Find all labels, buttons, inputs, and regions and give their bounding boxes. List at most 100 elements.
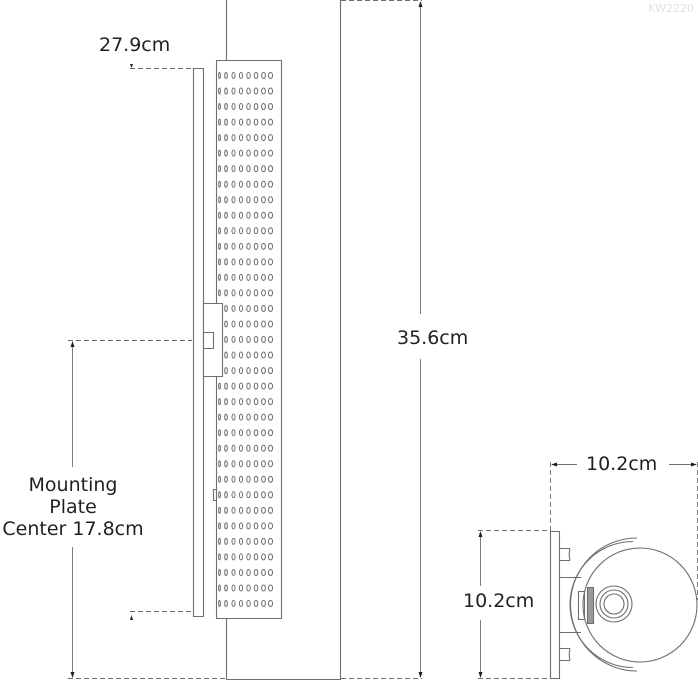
perforation-hole (238, 553, 244, 561)
perforation-hole (224, 600, 228, 608)
perforation-hole (267, 289, 274, 297)
perforation-hole (238, 87, 244, 95)
perforation-hole (218, 227, 221, 235)
perforation-hole (253, 553, 259, 561)
perforation-hole (261, 165, 266, 173)
perforation-hole (246, 87, 251, 95)
perforation-hole (261, 444, 266, 452)
bulb-ring-outer (596, 586, 632, 622)
perforation-hole (267, 444, 274, 452)
perforation-hole (267, 506, 274, 514)
perforation-hole (246, 289, 251, 297)
perforation-hole (224, 398, 228, 406)
perforation-hole (253, 475, 259, 483)
perforation-hole (224, 227, 228, 235)
perforation-hole (246, 491, 251, 499)
perforation-hole (238, 413, 244, 421)
perforation-hole (224, 72, 228, 79)
perforation-hole (246, 180, 251, 188)
perforation-hole (218, 491, 221, 499)
perforation-hole (218, 180, 221, 188)
perforation-hole (246, 336, 251, 344)
perforation-hole (261, 196, 266, 204)
perforation-hole (261, 382, 266, 390)
perforation-hole (267, 584, 274, 592)
perforation-hole (253, 180, 259, 188)
perforation-hole (267, 382, 274, 390)
perforation-hole (224, 444, 228, 452)
perforation-hole (231, 304, 236, 312)
perforation-hole (267, 367, 274, 375)
perforation-hole (238, 367, 244, 375)
perforation-hole (261, 398, 266, 406)
perforation-hole (261, 351, 266, 359)
mount-label-line3: Center 17.8cm (2, 518, 144, 540)
perforation-hole (238, 118, 244, 126)
side-tab-bottom (560, 649, 571, 661)
perforation-hole (267, 491, 274, 499)
arrow-side-width-right (691, 462, 697, 467)
perforation-hole (224, 351, 228, 359)
perforation-hole (267, 351, 274, 359)
perforation-hole (267, 196, 274, 204)
perforation-hole (238, 134, 244, 142)
perforation-hole (253, 568, 259, 576)
perforation-hole (224, 87, 228, 95)
perforation-hole (224, 165, 228, 173)
perforation-hole (253, 336, 259, 344)
perforation-hole (224, 134, 228, 142)
perforation-hole (261, 103, 266, 111)
perforation-hole (231, 351, 236, 359)
perforation-hole (224, 367, 228, 375)
perforation-hole (261, 72, 266, 79)
perforation-hole (246, 367, 251, 375)
arrow-side-height-bottom (478, 672, 483, 678)
perforation-hole (246, 429, 251, 437)
perforation-hole (238, 211, 244, 219)
perforation-hole (238, 180, 244, 188)
perforation-hole (224, 382, 228, 390)
perforation-hole (231, 522, 236, 530)
perforation-hole (238, 568, 244, 576)
perforation-hole (218, 103, 221, 111)
perforation-hole (218, 600, 221, 608)
perforation-hole (246, 103, 251, 111)
perforation-hole (246, 242, 251, 250)
perforation-hole (231, 273, 236, 281)
perforation-hole (253, 72, 259, 79)
perforation-hole (253, 196, 259, 204)
perforation-hole (267, 72, 274, 79)
perforation-hole (267, 180, 274, 188)
perforation-hole (267, 413, 274, 421)
perforation-hole (231, 87, 236, 95)
perforation-hole (246, 351, 251, 359)
perforation-hole (246, 413, 251, 421)
perforation-hole (231, 600, 236, 608)
perforation-hole (246, 273, 251, 281)
perforation-hole (231, 180, 236, 188)
perforation-hole (261, 600, 266, 608)
perforation-hole (253, 367, 259, 375)
perforation-hole (261, 584, 266, 592)
perforation-hole (231, 289, 236, 297)
perforation-hole (231, 196, 236, 204)
perforation-hole (267, 429, 274, 437)
perforation-hole (246, 522, 251, 530)
perforation-hole (267, 273, 274, 281)
perforation-hole (224, 118, 228, 126)
dim-label-side-width: 10.2cm (586, 453, 658, 475)
perforation-hole (224, 304, 228, 312)
perforation-hole (261, 320, 266, 328)
perforation-hole (224, 491, 228, 499)
dim-label-27-9: 27.9cm (99, 34, 171, 56)
perforation-hole (261, 242, 266, 250)
shade-outer-arc (571, 538, 637, 671)
arrow-mount-top (70, 341, 75, 347)
perforation-hole (261, 273, 266, 281)
perforation-hole (267, 398, 274, 406)
perforation-hole (253, 304, 259, 312)
side-tab-top (560, 549, 571, 561)
mount-label-line1: Mounting (28, 474, 118, 496)
perforation-hole (218, 258, 221, 266)
perforation-hole (238, 227, 244, 235)
